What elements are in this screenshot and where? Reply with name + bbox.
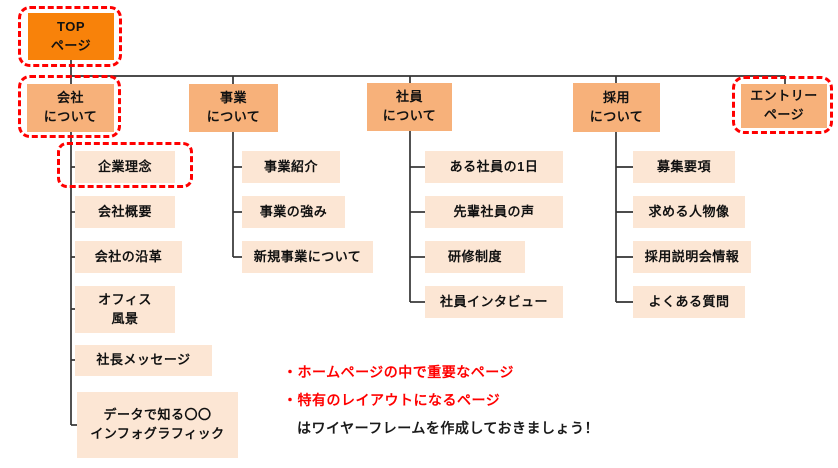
node-label: ページ	[763, 107, 805, 122]
node-label: データで知る〇〇	[103, 407, 212, 423]
node-label: 社員	[395, 89, 423, 105]
child-ideal-candidate: 求める人物像	[633, 196, 745, 228]
node-label: TOP	[57, 18, 85, 34]
legend-unique-layout-pages: ・特有のレイアウトになるページ	[283, 392, 501, 408]
child-office-view: オフィス 風景	[75, 286, 175, 333]
legend-important-pages: ・ホームページの中で重要なページ	[283, 364, 515, 380]
node-label: 募集要項	[656, 158, 711, 174]
node-label: 社長メッセージ	[96, 352, 191, 368]
child-corporate-philosophy: 企業理念	[75, 151, 175, 183]
child-day-of-employee: ある社員の1日	[425, 151, 563, 183]
child-infographic: データで知る〇〇 インフォグラフィック	[77, 392, 238, 458]
node-label: 求める人物像	[648, 203, 730, 219]
highlight-frame-entry	[732, 76, 833, 134]
node-label: について	[206, 109, 261, 124]
highlight-frame-company	[18, 75, 121, 138]
node-label: 事業紹介	[263, 158, 318, 174]
node-label: 会社概要	[97, 203, 152, 219]
child-new-business: 新規事業について	[242, 241, 373, 273]
child-training-system: 研修制度	[425, 241, 525, 273]
child-senior-voices: 先輩社員の声	[425, 196, 563, 228]
node-label: 事業	[219, 90, 247, 106]
child-employee-interview: 社員インタビュー	[425, 286, 563, 318]
node-company: 会社 について	[27, 84, 114, 132]
node-label: 採用	[602, 89, 630, 105]
node-label: 先輩社員の声	[453, 203, 535, 219]
highlight-frame-top-page	[18, 6, 122, 67]
node-label: 事業の強み	[259, 203, 328, 219]
node-label: よくある質問	[648, 293, 730, 309]
node-label: 研修制度	[447, 248, 502, 264]
node-label: インフォグラフィック	[90, 426, 225, 441]
node-label: について	[382, 108, 437, 123]
node-business: 事業 について	[189, 84, 278, 132]
node-label: エントリー	[750, 88, 818, 104]
node-label: 会社	[56, 90, 84, 106]
child-business-strength: 事業の強み	[242, 196, 345, 228]
node-label: 採用説明会情報	[644, 248, 740, 264]
node-label: ページ	[50, 37, 92, 53]
node-label: 新規事業について	[253, 248, 362, 264]
child-faq: よくある質問	[633, 286, 745, 318]
child-business-intro: 事業紹介	[242, 151, 340, 183]
child-president-message: 社長メッセージ	[75, 345, 212, 376]
child-company-history: 会社の沿革	[75, 241, 182, 273]
child-job-requirements: 募集要項	[633, 151, 735, 183]
node-label: について	[589, 108, 644, 124]
node-entry-page: エントリー ページ	[741, 84, 827, 128]
highlight-frame-philosophy	[57, 142, 193, 188]
node-label: 会社の沿革	[94, 248, 163, 264]
node-label: ある社員の1日	[449, 158, 539, 174]
legend-wireframe-note: はワイヤーフレームを作成しておきましょう！	[297, 420, 599, 436]
node-staff: 社員 について	[367, 83, 452, 131]
node-top-page: TOP ページ	[28, 13, 114, 60]
node-label: について	[43, 109, 98, 124]
child-info-session: 採用説明会情報	[633, 241, 751, 273]
node-label: 社員インタビュー	[439, 293, 548, 309]
node-label: 企業理念	[97, 158, 152, 174]
node-label: オフィス	[98, 291, 152, 307]
child-company-overview: 会社概要	[75, 196, 175, 228]
node-recruit: 採用 について	[573, 83, 660, 132]
node-label: 風景	[111, 310, 139, 326]
